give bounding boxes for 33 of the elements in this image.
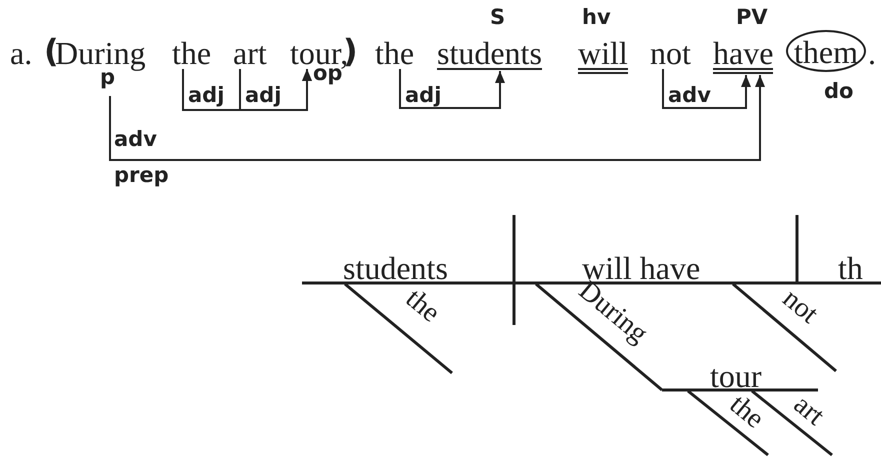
arrow <box>399 69 505 109</box>
edge-label: adj <box>245 84 282 106</box>
sentence-word: not <box>650 38 691 68</box>
diagram-word: art <box>790 392 828 430</box>
grammar-tag: PV <box>736 6 768 28</box>
underlined-word: students <box>437 38 542 70</box>
arrow <box>109 75 765 161</box>
arrow <box>239 69 312 111</box>
edge-label: adj <box>405 84 442 106</box>
grammar-tag: hv <box>582 6 611 28</box>
diagram-word: tour <box>710 361 762 391</box>
sentence-word: art <box>233 38 267 68</box>
double-underlined-word: have <box>713 38 774 74</box>
diagram-word: will have <box>582 253 700 283</box>
grammar-tag: prep <box>114 164 169 186</box>
diagram-word: the <box>726 392 768 432</box>
grammar-tag: do <box>824 80 854 102</box>
edge-label: adv <box>114 128 157 150</box>
item-letter: a. <box>10 38 32 68</box>
grammar-tag: p <box>100 66 116 88</box>
period: . <box>868 38 876 68</box>
edge-label: adj <box>188 84 224 106</box>
edge-label: adv <box>668 84 711 106</box>
sentence-word: the <box>172 38 212 68</box>
sentence-word: the <box>375 38 414 68</box>
diagram-word: not <box>778 286 822 328</box>
double-underlined-word: will <box>578 38 628 74</box>
arrow <box>662 69 751 109</box>
diagram-word: th <box>838 253 863 283</box>
circled-word: them <box>786 30 866 72</box>
diagram-word: students <box>343 253 448 283</box>
diagram-word: the <box>402 286 444 326</box>
grammar-tag: S <box>490 6 506 28</box>
